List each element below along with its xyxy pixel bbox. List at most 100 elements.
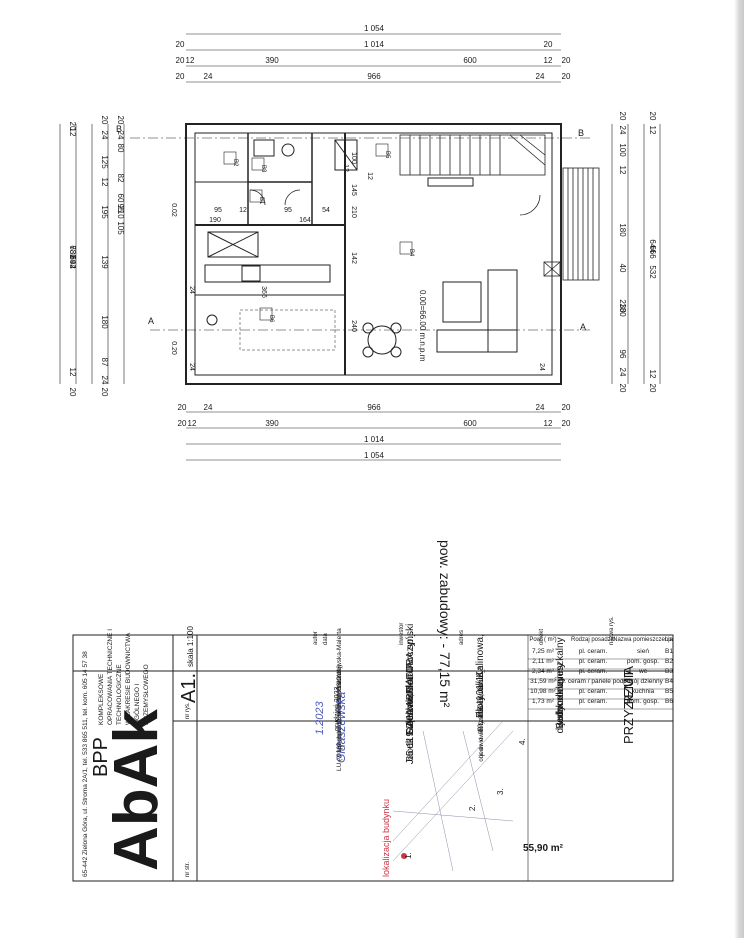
label-author: autor [313, 631, 319, 645]
dimension-text: 12 [648, 126, 657, 135]
dimension-text: 12 [342, 164, 349, 172]
table-total: 55,90 m² [523, 843, 564, 854]
table-cell: B3 [665, 668, 673, 675]
dimension-text: 95 [284, 207, 292, 214]
address-small-line: jedn. ewid. Czerwieńsk 080805_5 [479, 665, 485, 756]
dimension-text: 164 [299, 217, 311, 224]
dimension-text: 95 [116, 204, 125, 213]
dimension-text: 20 [562, 419, 571, 428]
dimension-text: 195 [100, 205, 109, 219]
dimension-text: 692 [68, 255, 77, 269]
dimension-text: 24 [188, 363, 195, 371]
dimension-text: 532 [648, 265, 657, 279]
dimension-text: 145 [350, 184, 357, 196]
dimension-text: 139 [100, 255, 109, 269]
dimension-text: 82 [116, 174, 125, 183]
dimension-text: 24 [116, 131, 125, 140]
dimension-text: 644 [68, 255, 77, 269]
table-cell: pom. gosp. [627, 658, 659, 665]
dimension-text: 96 [618, 350, 627, 359]
dimension-text: 600 [463, 419, 477, 428]
title-block-frame [72, 634, 674, 882]
dimension-text: 24 [100, 131, 109, 140]
table-cell: B1 [665, 648, 673, 655]
tagline-line: W ZAKRESIE BUDOWNICTWA [125, 632, 132, 725]
scale-label: skala 1:100 [186, 626, 195, 667]
author-line: mgr inż. arch. M. Gidaszewska-Malerta [336, 628, 343, 741]
table-cell: B4 [665, 678, 673, 685]
company-bpp: BPP [90, 737, 112, 777]
dimension-text: 644 [648, 239, 657, 253]
table-cell: pl. ceram. [579, 688, 608, 695]
section-mark-a-right: A [580, 322, 586, 332]
dimension-text: 12 [544, 419, 553, 428]
dimension-text: 12 [544, 56, 553, 65]
dimension-text: 100 [618, 143, 627, 157]
table-header: Pow. ( m²) [529, 637, 556, 643]
table-header: Lp. [665, 637, 674, 643]
door-swing [284, 189, 301, 206]
dimension-text: 966 [367, 403, 381, 412]
dimension-text: 20 [562, 72, 571, 81]
dimension-text: 80 [116, 144, 125, 153]
dimension-text: 20 [618, 112, 627, 121]
dimension-text: 230 [618, 299, 627, 313]
dimension-text: 12 [100, 178, 109, 187]
table-cell: pokój dzienny [623, 678, 663, 685]
dimension-text: 24 [100, 376, 109, 385]
dimension-text: 390 [265, 419, 279, 428]
address-line: m. Płoty, ul. Kalinowa, [475, 634, 486, 732]
dimension-text: 1 054 [364, 24, 385, 33]
dimension-text: 732 [68, 245, 77, 259]
inner-wall-outline [194, 132, 553, 376]
dimension-text: 24 [536, 403, 545, 412]
table-header: Nazwa pomieszczenia [613, 637, 673, 643]
table-cell: 1,73 m² [532, 698, 555, 705]
room-tag: B2 [232, 159, 238, 167]
bathroom-fixtures [253, 139, 358, 171]
dimension-text: 24 [618, 126, 627, 135]
label-object: obiekt [539, 629, 545, 645]
dimension-text: 24 [536, 72, 545, 81]
tv-cabinet [427, 177, 474, 187]
dining-table [362, 322, 402, 358]
table-cell: pl. ceram. [579, 668, 608, 675]
outer-wall-outline [185, 123, 562, 385]
table-cell: pl. ceram. [579, 698, 608, 705]
terrace-steps [543, 167, 600, 281]
room-tag: B1 [258, 197, 264, 205]
dimension-text: 0.02 [170, 203, 177, 217]
investor-line: ul. Sulechowska 4A [405, 661, 416, 749]
dimension-text: 20 [176, 72, 185, 81]
table-header: Rodzaj posadzki [571, 637, 615, 643]
object-line: jednorodzinny [555, 663, 566, 726]
table-cell: 2,11 m² [532, 658, 554, 665]
dimension-text: 390 [265, 56, 279, 65]
room-tag: B5 [384, 151, 390, 159]
staircase [399, 134, 546, 176]
dimension-text: 12 [366, 172, 373, 180]
room-tag-box [375, 143, 389, 157]
table-cell: 7,25 m² [532, 648, 555, 655]
door-swing [519, 194, 541, 216]
dimension-text: 0.20 [170, 341, 177, 355]
dimension-text: 40 [618, 264, 627, 273]
dimension-text: 20 [648, 384, 657, 393]
dimension-text: 20 [68, 388, 77, 397]
dimension-text: 180 [618, 223, 627, 237]
dimension-text: 20 [648, 112, 657, 121]
dimension-text: 24 [188, 286, 195, 294]
dimension-text: 87 [100, 358, 109, 367]
dimension-text: 12 [188, 419, 197, 428]
location-marker: 1. [404, 852, 413, 859]
dimension-text: 12 [68, 368, 77, 377]
dimension-text: 24 [204, 403, 213, 412]
sheet-no-label: nr str. [185, 862, 191, 877]
dimension-text: 180 [100, 315, 109, 329]
tagline-line: OGÓLNEGO I [132, 683, 141, 725]
